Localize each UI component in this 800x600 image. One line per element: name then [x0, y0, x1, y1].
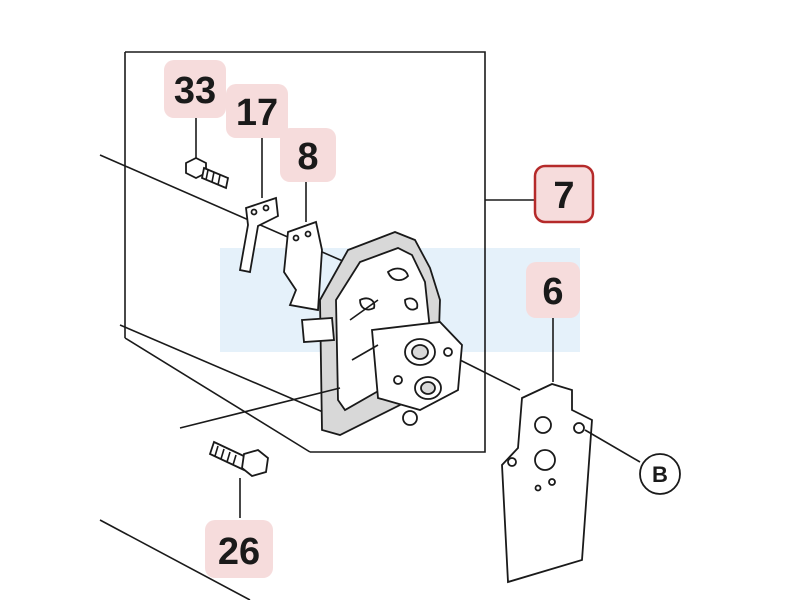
callout-7: 7 [533, 164, 595, 224]
callout-6: 6 [526, 262, 580, 318]
bolt-26 [179, 387, 341, 518]
callout-8-label: 8 [297, 136, 318, 178]
gasket-6 [501, 318, 593, 584]
carburetor-body [301, 231, 463, 436]
screw-33 [185, 115, 230, 190]
assembly-bracket [124, 51, 535, 453]
callout-17-label: 17 [236, 92, 278, 134]
b-reference: B [584, 429, 681, 495]
callout-8: 8 [280, 128, 336, 182]
callout-33-label: 33 [174, 70, 216, 112]
callout-17: 17 [226, 84, 288, 138]
callout-26-label: 26 [218, 531, 260, 573]
gasket-8 [283, 182, 323, 312]
callout-7-label: 7 [553, 175, 574, 217]
callout-6-label: 6 [542, 271, 563, 313]
callout-26: 26 [205, 520, 273, 578]
plate-17 [238, 135, 279, 274]
callout-33: 33 [164, 60, 226, 118]
callout-b-label: B [652, 462, 668, 487]
